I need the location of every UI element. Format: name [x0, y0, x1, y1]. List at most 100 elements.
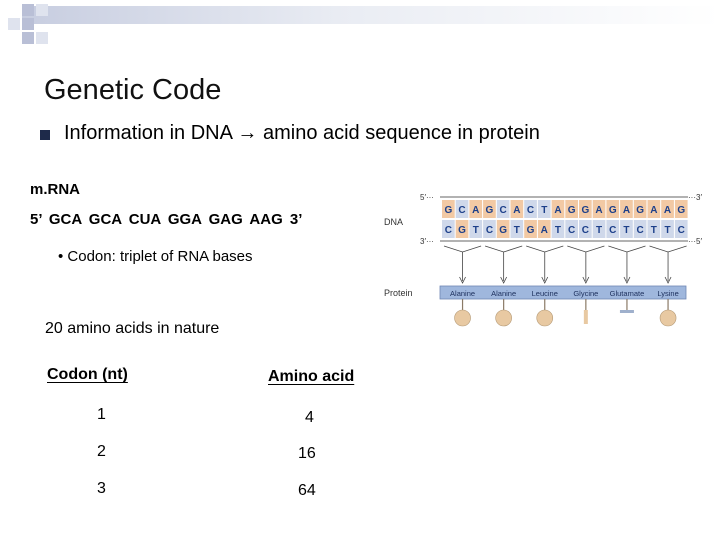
base-letter-top: A	[513, 205, 520, 216]
codon-bracket	[567, 245, 605, 253]
codon-arrow-head	[582, 276, 590, 284]
base-letter-bottom: G	[458, 225, 466, 236]
base-cell-top	[661, 200, 674, 218]
strand-bottom-5-label: ···5′	[688, 237, 702, 246]
base-cell-bottom	[469, 220, 483, 238]
base-cell-bottom	[647, 220, 661, 238]
base-letter-bottom: C	[637, 225, 644, 236]
base-letter-top: G	[568, 205, 576, 216]
header-gradient-bar	[22, 6, 720, 24]
base-letter-top: G	[581, 205, 589, 216]
table-cell-amino: 16	[298, 445, 316, 462]
base-cell-bottom	[510, 220, 524, 238]
decor-square	[36, 32, 48, 44]
base-letter-bottom: C	[582, 225, 589, 236]
amino-acids-count-note: 20 amino acids in nature	[45, 320, 220, 337]
base-cell-bottom	[455, 220, 469, 238]
codon-arrows	[443, 245, 687, 284]
base-cell-top	[592, 200, 606, 218]
base-cell-top	[565, 200, 578, 218]
side-chain-shape	[659, 309, 677, 327]
amino-acid-label: Alanine	[450, 289, 475, 298]
base-cell-top	[496, 200, 510, 218]
table-cell-codon: 3	[97, 480, 106, 497]
base-letter-top: G	[486, 205, 494, 216]
base-letter-top: G	[677, 205, 685, 216]
codon-bracket	[484, 245, 523, 253]
base-letter-top: T	[541, 205, 547, 216]
base-cell-bottom	[442, 220, 455, 238]
base-letter-bottom: C	[678, 225, 685, 236]
base-letter-bottom: C	[568, 225, 575, 236]
base-cell-bottom	[537, 220, 551, 238]
amino-acid-label: Alanine	[491, 289, 516, 298]
base-letter-top: C	[527, 205, 534, 216]
codon-column-header: Codon (nt)	[47, 366, 128, 383]
base-letter-bottom: C	[486, 225, 493, 236]
amino-acid-label: Glycine	[573, 289, 598, 298]
side-chain-shape	[619, 310, 634, 313]
codon-bracket	[443, 245, 482, 253]
base-cell-bottom	[620, 220, 633, 238]
base-letter-bottom: C	[445, 225, 452, 236]
protein-chain-bar	[439, 285, 687, 300]
codon-bracket	[649, 245, 687, 253]
base-letter-bottom: T	[623, 225, 629, 236]
base-cell-bottom	[565, 220, 578, 238]
base-letter-bottom: T	[514, 225, 520, 236]
base-letter-top: A	[623, 205, 630, 216]
base-cell-top	[455, 200, 469, 218]
base-letter-bottom: T	[664, 225, 670, 236]
table-cell-codon: 1	[97, 406, 106, 423]
amino-acid-label: Glutamate	[610, 289, 645, 298]
base-letter-top: G	[636, 205, 644, 216]
strand-top-3-label: ···3′	[688, 193, 702, 202]
base-letter-bottom: T	[596, 225, 602, 236]
codon-arrow-head	[623, 276, 631, 284]
base-letter-top: G	[444, 205, 452, 216]
side-chain-shape	[495, 309, 512, 327]
bullet-text: Information in DNA → amino acid sequence…	[64, 122, 540, 144]
base-letter-top: A	[664, 205, 671, 216]
base-cell-top	[510, 200, 524, 218]
amino-acid-column-header: Amino acid	[268, 368, 355, 385]
decor-square	[22, 18, 34, 30]
table-cell-codon: 2	[97, 443, 106, 460]
side-chain-shape	[454, 309, 471, 327]
base-cell-bottom	[579, 220, 592, 238]
base-letter-bottom: T	[555, 225, 561, 236]
base-cell-top	[442, 200, 455, 218]
codon-arrow-head	[541, 276, 549, 284]
base-letter-bottom: T	[651, 225, 657, 236]
base-letter-bottom: C	[609, 225, 616, 236]
base-cell-top	[674, 200, 688, 218]
base-cell-top	[647, 200, 661, 218]
base-letter-top: A	[554, 205, 561, 216]
side-chain-shape	[536, 309, 554, 327]
base-cell-bottom	[496, 220, 510, 238]
base-letter-top: G	[609, 205, 617, 216]
base-cell-top	[606, 200, 620, 218]
base-cell-bottom	[674, 220, 688, 238]
table-cell-amino: 4	[305, 409, 314, 426]
codon-bracket	[608, 245, 646, 253]
base-cell-top	[633, 200, 647, 218]
codon-arrow-head	[500, 276, 508, 284]
base-letter-top: C	[500, 205, 507, 216]
table-cell-amino: 64	[298, 482, 316, 499]
bullet-square-icon	[40, 130, 50, 140]
base-cell-top	[537, 200, 551, 218]
base-cell-bottom	[592, 220, 606, 238]
base-cell-top	[524, 200, 537, 218]
side-chain-shape	[583, 310, 588, 324]
base-letter-bottom: T	[473, 225, 479, 236]
base-letter-bottom: G	[499, 225, 507, 236]
base-cell-bottom	[524, 220, 537, 238]
slide-title: Genetic Code	[44, 74, 222, 106]
base-cell-bottom	[633, 220, 647, 238]
codon-bracket	[526, 245, 564, 253]
base-letter-top: A	[472, 205, 479, 216]
amino-acid-label: Leucine	[532, 289, 558, 298]
base-letter-bottom: A	[541, 225, 548, 236]
dna-label: DNA	[384, 217, 403, 227]
